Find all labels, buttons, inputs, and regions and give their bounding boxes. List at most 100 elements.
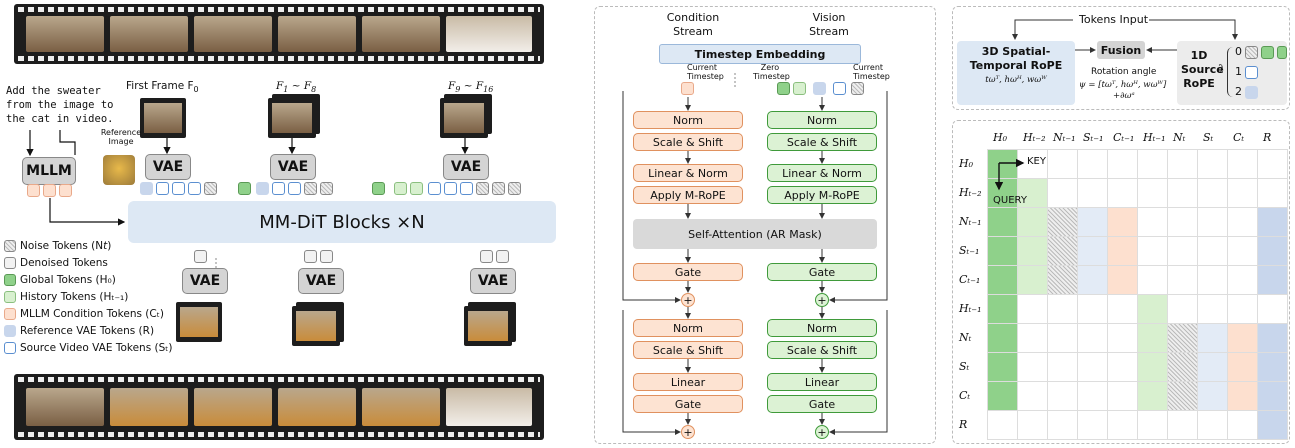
mask-cell bbox=[1048, 353, 1078, 382]
mask-cell bbox=[1258, 208, 1288, 237]
rope-arrows bbox=[1012, 19, 1238, 53]
mask-cell bbox=[1168, 208, 1198, 237]
mask-cell bbox=[1258, 411, 1288, 440]
video-frame bbox=[446, 388, 532, 426]
mask-cell bbox=[1078, 208, 1108, 237]
cond-scale-shift: Scale & Shift bbox=[633, 133, 743, 151]
mask-cell bbox=[1048, 411, 1078, 440]
vision-token bbox=[777, 82, 790, 95]
mask-cell bbox=[1258, 353, 1288, 382]
frames-9-16-label: F9 ~ F16 bbox=[448, 80, 494, 95]
legend-mllm: MLLM Condition Tokens (Cₜ) bbox=[4, 308, 164, 320]
mask-cell bbox=[1078, 324, 1108, 353]
video-frame bbox=[194, 16, 272, 52]
mllm-box: MLLM bbox=[22, 157, 76, 185]
video-frame bbox=[362, 16, 440, 52]
vision-linear: Linear bbox=[767, 373, 877, 391]
output-video-filmstrip bbox=[14, 374, 544, 440]
mask-cell bbox=[1138, 295, 1168, 324]
video-frame bbox=[110, 16, 188, 52]
mask-cell bbox=[1258, 179, 1288, 208]
mask-cell bbox=[1228, 208, 1258, 237]
fusion-box: Fusion bbox=[1097, 41, 1145, 59]
mask-cell bbox=[1078, 411, 1108, 440]
fusion-label: Fusion bbox=[1100, 43, 1142, 57]
vision-token bbox=[851, 82, 864, 95]
noise-token bbox=[320, 182, 333, 195]
video-frame bbox=[26, 16, 104, 52]
first-frame-label: First Frame F0 bbox=[126, 80, 199, 94]
mask-column-header: R bbox=[1263, 131, 1272, 144]
reference-token bbox=[140, 182, 153, 195]
mask-column-header: Cₜ bbox=[1233, 131, 1245, 144]
cond-linear-norm: Linear & Norm bbox=[633, 164, 743, 182]
mask-cell bbox=[1168, 237, 1198, 266]
cond-gate-2: Gate bbox=[633, 395, 743, 413]
denoised-swatch bbox=[4, 257, 16, 269]
legend-label: Source Video VAE Tokens (S bbox=[20, 342, 166, 354]
rope-1d-box: 1D Source RoPE ∂ 0 1 2 bbox=[1177, 41, 1287, 105]
mask-cell bbox=[1048, 324, 1078, 353]
mask-cell bbox=[988, 411, 1018, 440]
mask-cell bbox=[988, 266, 1018, 295]
mask-cell bbox=[1258, 324, 1288, 353]
mask-cell bbox=[1138, 208, 1168, 237]
history-token bbox=[410, 182, 423, 195]
mmdit-label: MM-DiT Blocks ×N bbox=[259, 211, 425, 233]
mask-cell bbox=[1048, 237, 1078, 266]
noise-token bbox=[492, 182, 505, 195]
mask-cell bbox=[988, 179, 1018, 208]
source-token bbox=[460, 182, 473, 195]
video-frame bbox=[278, 16, 356, 52]
rope-panel: Tokens Input 3D Spatial-Temporal RoPE tω… bbox=[952, 6, 1290, 110]
mask-row-header: Hₜ₋₂ bbox=[959, 186, 982, 199]
vision-linear-norm: Linear & Norm bbox=[767, 164, 877, 182]
mask-cell bbox=[1258, 237, 1288, 266]
condition-stream-label: Condition Stream bbox=[666, 11, 720, 38]
left-arrows bbox=[26, 130, 469, 268]
mask-cell bbox=[1228, 382, 1258, 411]
legend-label: MLLM Condition Tokens (C bbox=[20, 308, 157, 320]
tokens-input-label: Tokens Input bbox=[1079, 13, 1149, 26]
mask-cell bbox=[1108, 237, 1138, 266]
key-label: KEY bbox=[1027, 156, 1046, 167]
noise-swatch bbox=[4, 240, 16, 252]
mask-cell bbox=[1168, 324, 1198, 353]
legend-history: History Tokens (Hₜ₋₁) bbox=[4, 291, 128, 303]
denoised-token bbox=[320, 250, 333, 263]
mask-row-header: Hₜ₋₁ bbox=[959, 302, 982, 315]
first-frame-sub: 0 bbox=[193, 85, 199, 95]
source-token bbox=[428, 182, 441, 195]
self-attention-label: Self-Attention (AR Mask) bbox=[688, 227, 822, 241]
rope-3d-box: 3D Spatial-Temporal RoPE tωᵀ, hωᴴ, wωᵂ bbox=[957, 41, 1075, 105]
mmdit-blocks: MM-DiT Blocks ×N bbox=[128, 201, 556, 243]
source-token bbox=[272, 182, 285, 195]
legend-denoised: Denoised Tokens bbox=[4, 257, 108, 269]
psi-formula-2: +∂ωᵃ bbox=[1113, 91, 1135, 101]
mask-cell bbox=[1258, 295, 1288, 324]
output-frame-3 bbox=[464, 306, 512, 346]
denoised-token bbox=[194, 250, 207, 263]
source-token bbox=[156, 182, 169, 195]
video-frame bbox=[26, 388, 104, 426]
mask-cell bbox=[988, 382, 1018, 411]
vae-decoder-3: VAE bbox=[470, 268, 516, 294]
mask-cell bbox=[1018, 324, 1048, 353]
mask-cell bbox=[1108, 324, 1138, 353]
video-frame bbox=[278, 388, 356, 426]
mask-cell bbox=[1108, 208, 1138, 237]
legend-label: Noise Tokens (N bbox=[20, 240, 104, 252]
cond-scale-shift-2: Scale & Shift bbox=[633, 341, 743, 359]
mask-cell bbox=[1258, 382, 1288, 411]
mask-cell bbox=[1198, 266, 1228, 295]
mask-cell bbox=[1198, 353, 1228, 382]
mask-cell bbox=[1048, 208, 1078, 237]
vae-box-first: VAE bbox=[145, 154, 191, 180]
index-0: 0 bbox=[1235, 45, 1242, 58]
mask-row-header: Cₜ bbox=[959, 389, 971, 402]
mmdit-detail-panel: Condition Stream Vision Stream Timestep … bbox=[594, 6, 936, 444]
denoised-token bbox=[496, 250, 509, 263]
timestep-embedding: Timestep Embedding bbox=[659, 44, 861, 64]
legend-source: Source Video VAE Tokens (Sₜ) bbox=[4, 342, 172, 354]
noise-token bbox=[508, 182, 521, 195]
